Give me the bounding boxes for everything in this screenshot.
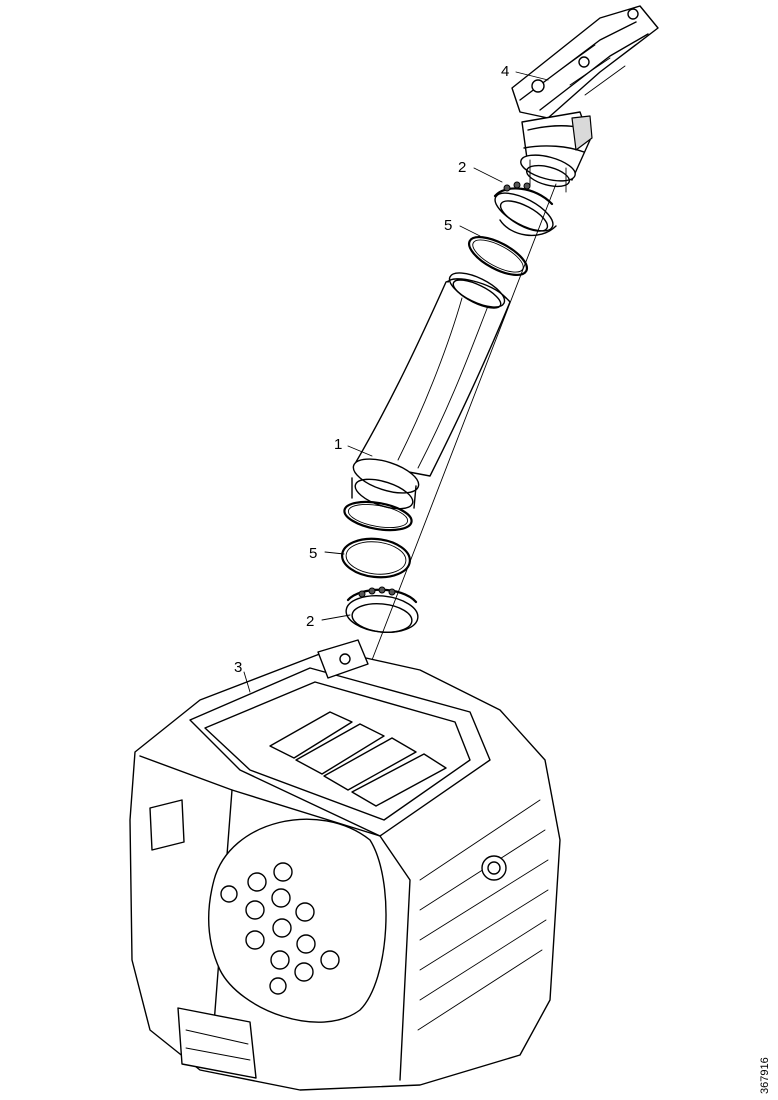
callout-5-lower: 5: [309, 545, 317, 562]
part-5-lower-seal-ring: [341, 537, 411, 579]
callout-3: 3: [234, 659, 242, 676]
callout-5-upper: 5: [444, 217, 452, 234]
part-5-upper-seal-ring: [467, 235, 529, 277]
part-1-pipe: [351, 272, 511, 510]
callout-2-lower: 2: [306, 613, 314, 630]
callout-4: 4: [501, 63, 509, 80]
alignment-line: [371, 183, 557, 661]
leader-lines: [243, 71, 549, 693]
callout-1: 1: [334, 436, 342, 453]
part-2-upper-clamp: [493, 181, 557, 237]
part-5-lower-seal-ring-top: [343, 500, 413, 532]
part-2-lower-clamp: [345, 586, 419, 633]
figure-id: 367916: [759, 1057, 771, 1094]
part-4-bracket: [511, 5, 659, 193]
part-3-silencer-box: [129, 639, 561, 1091]
callout-2-upper: 2: [458, 159, 466, 176]
